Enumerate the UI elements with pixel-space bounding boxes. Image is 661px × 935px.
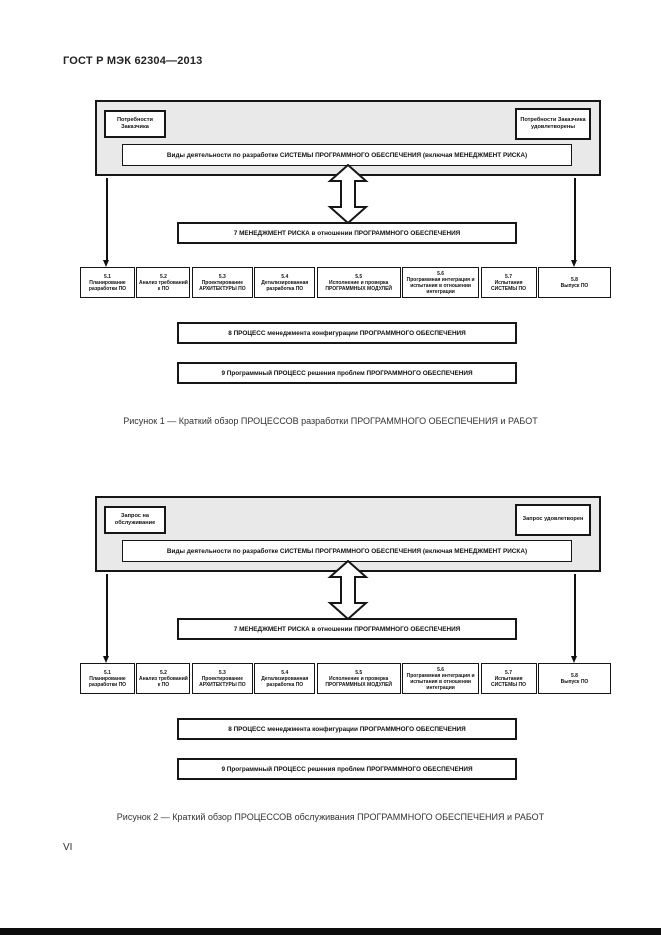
system-activities-container: Потребности Заказчика Потребности Заказч… — [95, 100, 601, 176]
output-state-label: Запрос удовлетворен — [522, 516, 584, 523]
step-label: Испытания СИСТЕМЫ ПО — [491, 279, 527, 292]
step-number: 5.5 — [355, 273, 363, 280]
process-step-box: 5.7 Испытания СИСТЕМЫ ПО — [480, 267, 537, 298]
double-arrow-icon — [327, 560, 369, 620]
input-state-label: Запрос на обслуживание — [114, 512, 156, 526]
step-label: Исполнение и проверка ПРОГРАММНЫХ МОДУЛЕ… — [325, 675, 392, 688]
page-header: ГОСТ Р МЭК 62304—2013 — [63, 55, 203, 67]
step-number: 5.6 — [437, 270, 445, 277]
step-label: Анализ требований к ПО — [138, 279, 188, 292]
input-state-label: Потребности Заказчика — [117, 116, 153, 130]
step-number: 5.3 — [218, 273, 226, 280]
input-state-box: Потребности Заказчика — [104, 110, 166, 138]
process-step-box: 5.8 Выпуск ПО — [537, 267, 611, 298]
connector-line — [106, 178, 108, 261]
process-step-box: 5.4 Детализированная разработка ПО — [254, 663, 316, 694]
development-activities-bar: Виды деятельности по разработке СИСТЕМЫ … — [122, 144, 572, 166]
step-label: Программная интеграция и испытания в отн… — [406, 276, 475, 295]
scan-edge-artifact — [0, 928, 661, 935]
step-label: Анализ требований к ПО — [138, 675, 188, 688]
output-state-box: Запрос удовлетворен — [515, 504, 591, 536]
step-number: 5.4 — [281, 669, 289, 676]
arrowhead-down-icon — [571, 260, 578, 267]
connector-line — [106, 574, 108, 657]
input-state-box: Запрос на обслуживание — [104, 506, 166, 534]
step-label: Проектирование АРХИТЕКТУРЫ ПО — [199, 279, 246, 292]
configuration-management-bar: 8 ПРОЦЕСС менеджмента конфигурации ПРОГР… — [177, 718, 517, 740]
step-label: Проектирование АРХИТЕКТУРЫ ПО — [199, 675, 246, 688]
step-label: Исполнение и проверка ПРОГРАММНЫХ МОДУЛЕ… — [325, 279, 392, 292]
process-step-box: 5.2 Анализ требований к ПО — [136, 663, 191, 694]
development-activities-bar: Виды деятельности по разработке СИСТЕМЫ … — [122, 540, 572, 562]
problem-resolution-bar: 9 Программный ПРОЦЕСС решения проблем ПР… — [177, 362, 517, 384]
step-number: 5.2 — [159, 669, 167, 676]
step-number: 5.3 — [218, 669, 226, 676]
process-step-box: 5.7 Испытания СИСТЕМЫ ПО — [480, 663, 537, 694]
step-label: Планирование разработки ПО — [88, 279, 127, 292]
arrowhead-down-icon — [103, 656, 110, 663]
system-activities-container: Запрос на обслуживание Запрос удовлетвор… — [95, 496, 601, 572]
connector-line — [574, 178, 576, 261]
process-step-box: 5.6 Программная интеграция и испытания в… — [402, 267, 480, 298]
process-step-box: 5.2 Анализ требований к ПО — [136, 267, 191, 298]
process-step-box: 5.8 Выпуск ПО — [537, 663, 611, 694]
step-label: Программная интеграция и испытания в отн… — [406, 672, 475, 691]
step-number: 5.5 — [355, 669, 363, 676]
step-number: 5.8 — [570, 672, 578, 679]
connector-arrow-down-right — [571, 574, 579, 664]
configuration-management-bar: 8 ПРОЦЕСС менеджмента конфигурации ПРОГР… — [177, 322, 517, 344]
step-number: 5.6 — [437, 666, 445, 673]
step-number: 5.7 — [505, 273, 512, 280]
figure-2-maintenance-overview: Запрос на обслуживание Запрос удовлетвор… — [0, 492, 661, 888]
process-step-box: 5.3 Проектирование АРХИТЕКТУРЫ ПО — [191, 267, 253, 298]
step-label: Выпуск ПО — [560, 282, 589, 289]
arrowhead-down-icon — [571, 656, 578, 663]
process-step-box: 5.3 Проектирование АРХИТЕКТУРЫ ПО — [191, 663, 253, 694]
step-number: 5.1 — [104, 273, 111, 280]
step-label: Выпуск ПО — [560, 678, 589, 685]
risk-management-bar: 7 МЕНЕДЖМЕНТ РИСКА в отношении ПРОГРАММН… — [177, 618, 517, 640]
connector-line — [574, 574, 576, 657]
arrowhead-down-icon — [103, 260, 110, 267]
step-label: Детализированная разработка ПО — [261, 675, 309, 688]
step-number: 5.8 — [570, 276, 578, 283]
connector-arrow-down-left — [103, 574, 111, 664]
connector-arrow-down-left — [103, 178, 111, 268]
page-number: VI — [63, 842, 73, 853]
problem-resolution-bar: 9 Программный ПРОЦЕСС решения проблем ПР… — [177, 758, 517, 780]
output-state-box: Потребности Заказчика удовлетворены — [515, 108, 591, 140]
step-number: 5.2 — [159, 273, 167, 280]
process-step-box: 5.1 Планирование разработки ПО — [80, 267, 135, 298]
figure-1-development-overview: Потребности Заказчика Потребности Заказч… — [0, 96, 661, 492]
figure-caption: Рисунок 2 — Краткий обзор ПРОЦЕССОВ обсл… — [116, 812, 545, 822]
step-number: 5.7 — [505, 669, 512, 676]
double-arrow-icon — [327, 164, 369, 224]
process-steps-row: 5.1 Планирование разработки ПО 5.2 Анали… — [80, 663, 611, 694]
connector-arrow-down-right — [571, 178, 579, 268]
step-number: 5.1 — [104, 669, 111, 676]
process-step-box: 5.5 Исполнение и проверка ПРОГРАММНЫХ МО… — [316, 267, 401, 298]
process-step-box: 5.6 Программная интеграция и испытания в… — [402, 663, 480, 694]
process-step-box: 5.1 Планирование разработки ПО — [80, 663, 135, 694]
step-label: Планирование разработки ПО — [88, 675, 127, 688]
process-step-box: 5.4 Детализированная разработка ПО — [254, 267, 316, 298]
process-step-box: 5.5 Исполнение и проверка ПРОГРАММНЫХ МО… — [316, 663, 401, 694]
figure-caption: Рисунок 1 — Краткий обзор ПРОЦЕССОВ разр… — [123, 416, 538, 426]
process-steps-row: 5.1 Планирование разработки ПО 5.2 Анали… — [80, 267, 611, 298]
risk-management-bar: 7 МЕНЕДЖМЕНТ РИСКА в отношении ПРОГРАММН… — [177, 222, 517, 244]
step-label: Детализированная разработка ПО — [261, 279, 309, 292]
step-label: Испытания СИСТЕМЫ ПО — [491, 675, 527, 688]
step-number: 5.4 — [281, 273, 289, 280]
output-state-label: Потребности Заказчика удовлетворены — [520, 116, 586, 130]
